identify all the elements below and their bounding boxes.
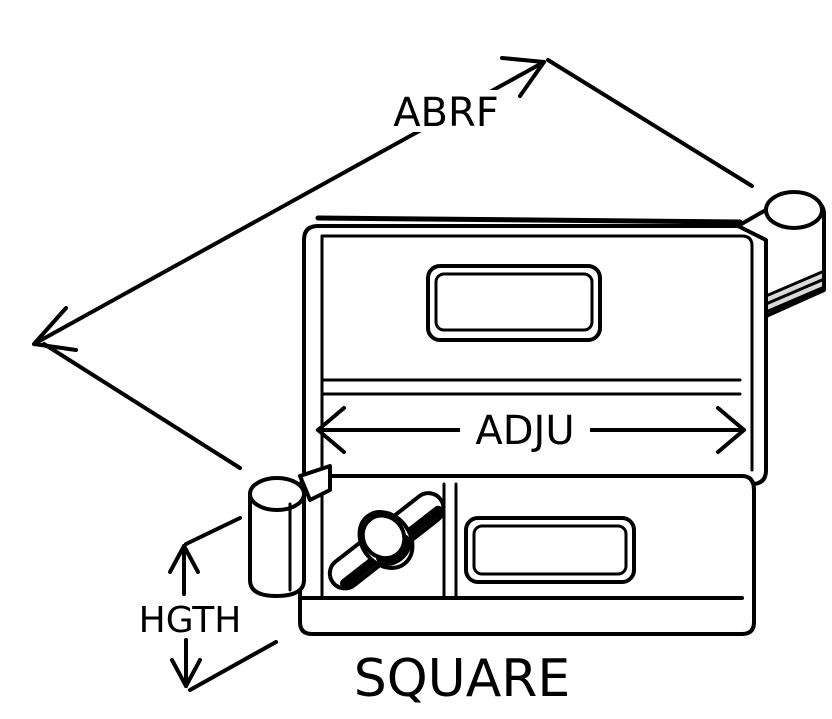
left-mounting-post [248, 464, 332, 598]
hgth-dimension [168, 516, 278, 692]
upper-block [302, 215, 768, 486]
right-mounting-ear [736, 190, 826, 318]
abrf-label: ABRF [393, 90, 499, 136]
adju-label-mask [460, 410, 590, 450]
hgth-label: HGTH [139, 600, 242, 641]
adju-label: ADJU [475, 408, 574, 454]
abrf-label-mask [384, 90, 508, 132]
adjuster-knob [327, 491, 446, 591]
diagram-title: SQUARE [354, 649, 571, 709]
lower-slot [464, 516, 636, 584]
upper-slot [426, 264, 602, 342]
